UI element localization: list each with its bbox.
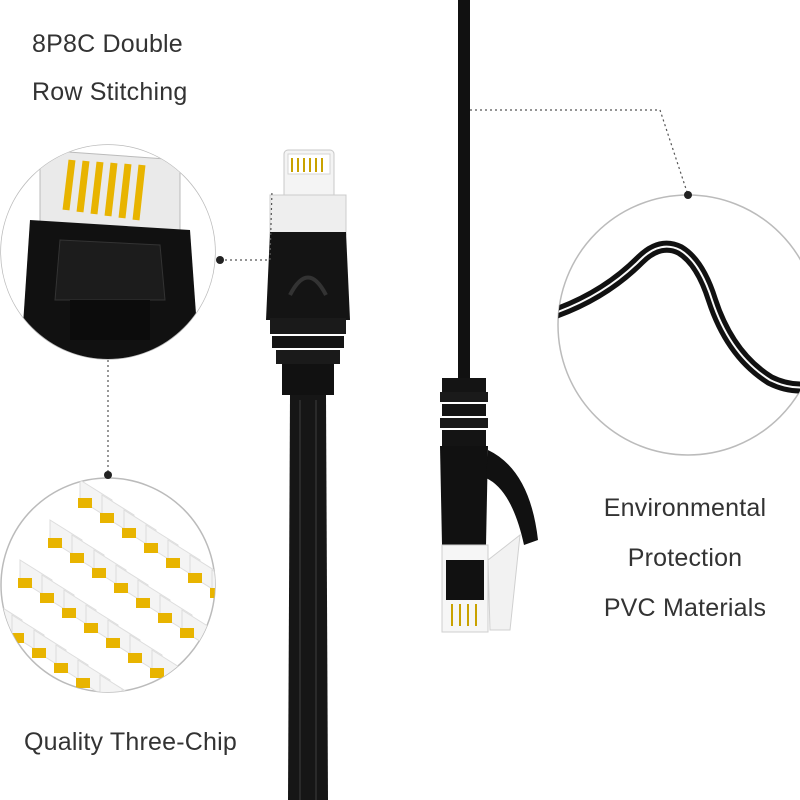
caption-8p8c-line2: Row Stitching bbox=[32, 78, 188, 106]
closeup-connector-circle bbox=[0, 144, 216, 360]
caption-pvc-line3: PVC Materials bbox=[603, 594, 767, 622]
caption-pvc-line2: Protection bbox=[627, 544, 743, 572]
cable-body bbox=[458, 0, 470, 378]
caption-three-chip: Quality Three-Chip bbox=[24, 728, 237, 756]
closeup-gold-pins-circle bbox=[0, 477, 216, 693]
closeup-flat-cable-circle bbox=[557, 194, 800, 456]
caption-pvc-line1: Environmental bbox=[603, 494, 767, 522]
callout-lines bbox=[107, 109, 689, 475]
caption-pvc: Environmental Protection PVC Materials bbox=[560, 484, 800, 634]
rj45-connector-right bbox=[440, 378, 538, 633]
caption-8p8c-line1: 8P8C Double bbox=[32, 30, 183, 58]
rj45-connector-left bbox=[266, 149, 350, 800]
caption-8p8c: 8P8C Double Row Stitching bbox=[32, 20, 187, 116]
